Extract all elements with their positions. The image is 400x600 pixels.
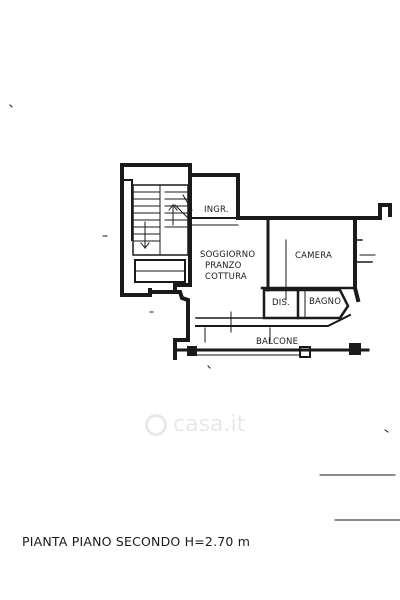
plan-caption: PIANTA PIANO SECONDO H=2.70 m xyxy=(22,534,251,549)
walls xyxy=(9,104,400,521)
watermark-text: casa.it xyxy=(173,412,246,437)
label-disimpegno: DIS. xyxy=(272,298,290,308)
room-labels: INGR. SOGGIORNO PRANZO COTTURA CAMERA DI… xyxy=(200,205,341,347)
label-bagno: BAGNO xyxy=(309,297,341,307)
watermark-logo: casa.it xyxy=(145,410,275,440)
watermark-circle-icon xyxy=(145,414,167,436)
label-camera: CAMERA xyxy=(295,251,332,261)
label-soggiorno-line1: SOGGIORNO xyxy=(200,250,255,260)
label-soggiorno-line3: COTTURA xyxy=(205,272,247,282)
label-soggiorno-line2: PRANZO xyxy=(205,261,242,271)
label-ingresso: INGR. xyxy=(204,205,229,215)
label-balcone: BALCONE xyxy=(256,337,298,347)
